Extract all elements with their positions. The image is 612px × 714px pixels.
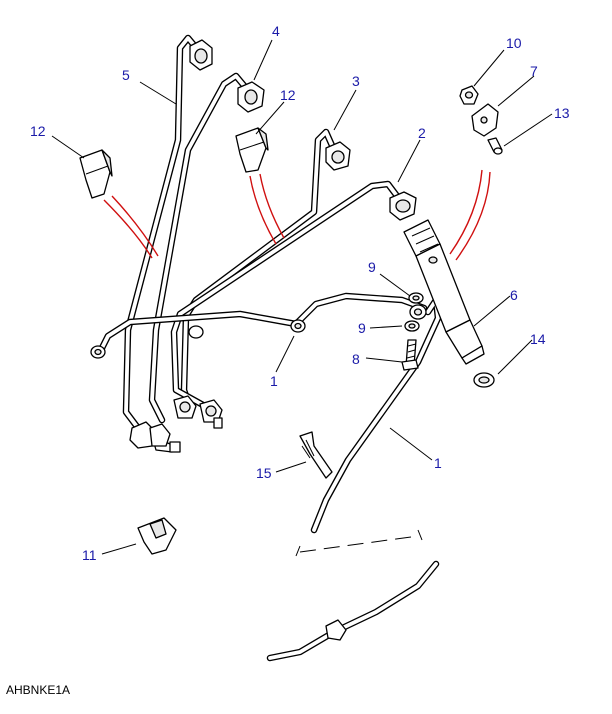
callout-9-lower: 9	[358, 320, 366, 336]
pipe-clip-lower	[325, 619, 347, 641]
callout-3: 3	[352, 73, 360, 89]
pipe-clamp-12-right	[235, 127, 269, 173]
callout-11: 11	[82, 547, 97, 563]
callout-13: 13	[554, 105, 570, 121]
leak-off-pipe-long	[310, 296, 442, 534]
union-nut-pipe-4	[237, 81, 265, 113]
pipe-clamp-12-left	[79, 149, 113, 199]
pipe-2	[170, 180, 404, 414]
leak-off-banjo-mid	[188, 319, 306, 339]
callout-9-upper: 9	[368, 259, 376, 275]
clip-15	[299, 431, 333, 479]
washer-14	[473, 372, 495, 388]
union-nut-pipe-2	[389, 191, 417, 221]
dowel-13	[487, 137, 503, 155]
pipe-5	[122, 34, 202, 432]
pump-union-nut-3	[173, 395, 197, 419]
clamp-7	[471, 103, 499, 137]
callout-8: 8	[352, 351, 360, 367]
callout-10: 10	[506, 35, 522, 51]
callout-1-upper: 1	[270, 373, 278, 389]
break-line	[299, 535, 419, 553]
callout-4: 4	[272, 23, 280, 39]
banjo-union-injector	[409, 304, 427, 320]
callout-6: 6	[510, 287, 518, 303]
leak-off-pipe-upper	[96, 292, 428, 356]
red-guide-lines	[103, 169, 491, 261]
callout-14: 14	[530, 331, 546, 347]
callout-12-left: 12	[30, 123, 46, 139]
callout-2: 2	[418, 125, 426, 141]
washer-9-upper	[408, 292, 424, 304]
union-nut-pipe-5	[189, 39, 213, 71]
callout-7: 7	[530, 63, 538, 79]
break-line	[295, 529, 423, 557]
pipe-3	[180, 128, 338, 406]
pipe-clamp-11	[137, 517, 177, 555]
washer-9-lower	[404, 320, 420, 332]
diagram-code: AHBNKE1A	[6, 683, 70, 697]
callout-5: 5	[122, 67, 130, 83]
leak-off-pipe-lower	[266, 560, 440, 662]
callout-1-lower: 1	[434, 455, 442, 471]
banjo-bolt-8	[401, 339, 419, 371]
pipe-4	[148, 72, 250, 424]
pump-union-nut-4	[199, 399, 223, 429]
leader-lines	[51, 39, 553, 555]
callout-15: 15	[256, 465, 272, 481]
leak-off-banjo-left	[90, 345, 106, 359]
union-nut-pipe-3	[325, 141, 351, 171]
injector-6	[403, 219, 485, 365]
callout-numbers: 5 4 12 12 3 2 10 7 13 9 6 9 14 8 1 1 15 …	[30, 23, 570, 563]
pump-union-nut-2	[149, 423, 171, 447]
callout-12-right: 12	[280, 87, 296, 103]
nut-10	[459, 85, 479, 105]
